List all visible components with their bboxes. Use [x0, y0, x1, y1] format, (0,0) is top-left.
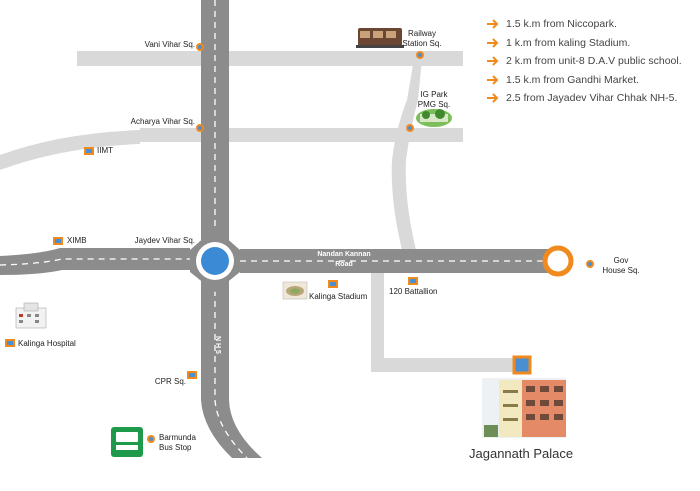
road-acharya-vihar — [140, 128, 463, 142]
nh5-label: N H 5 — [214, 336, 221, 354]
ximb-marker — [53, 237, 63, 245]
gov-house-dot — [586, 260, 594, 268]
gov-label-line2: House Sq. — [602, 266, 640, 275]
road-label-line1: Nandan Kannan — [317, 251, 371, 258]
railway-label-line2: Station Sq. — [402, 39, 442, 48]
railway-label-line1: Railway — [407, 29, 436, 38]
barmunda-label: Barmunda Bus Stop — [159, 433, 196, 453]
railway-marker — [416, 51, 424, 59]
arrow-right-icon — [487, 93, 499, 103]
legend-item: 1.5 k.m from Niccopark. — [486, 15, 682, 34]
bus-icon — [111, 427, 143, 457]
kalinga-hospital-label: Kalinga Hospital — [18, 339, 76, 348]
vani-vihar-marker — [196, 43, 204, 51]
ig-park-label: IG Park PMG Sq. — [404, 90, 464, 110]
legend-item: 2.5 from Jayadev Vihar Chhak NH-5. — [486, 89, 682, 108]
road-west-main — [0, 248, 190, 275]
iimt-marker — [84, 147, 94, 155]
distance-legend: 1.5 k.m from Niccopark. 1 k.m from kalin… — [486, 15, 682, 108]
ximb-label: XIMB — [67, 236, 87, 245]
road-south-branch — [371, 268, 384, 372]
legend-item: 1.5 k.m from Gandhi Market. — [486, 71, 682, 90]
legend-item-text: 1.5 k.m from Gandhi Market. — [506, 73, 640, 86]
train-icon — [356, 28, 404, 48]
dash-line — [214, 290, 248, 459]
arrow-right-icon — [487, 56, 499, 66]
road-label-line2: Road — [335, 261, 353, 268]
cpr-label: CPR Sq. — [154, 377, 186, 386]
building-icon — [482, 355, 566, 438]
park-icon — [416, 109, 452, 127]
road-jagannath-spur — [371, 358, 522, 372]
legend-item-text: 2 k.m from unit-8 D.A.V public school. — [506, 55, 682, 68]
legend-item-text: 1.5 k.m from Niccopark. — [506, 18, 617, 31]
kalinga-hospital-marker — [5, 339, 15, 347]
legend-item-text: 2.5 from Jayadev Vihar Chhak NH-5. — [506, 92, 678, 105]
kalinga-stadium-label: Kalinga Stadium — [309, 292, 368, 301]
acharya-vihar-marker — [196, 124, 204, 132]
arrow-right-icon — [487, 19, 499, 29]
ig-park-marker — [406, 124, 414, 132]
ig-park-label-line2: PMG Sq. — [417, 100, 451, 109]
barmunda-marker — [147, 435, 155, 443]
legend-item: 2 k.m from unit-8 D.A.V public school. — [486, 52, 682, 71]
iimt-label: IIMT — [97, 146, 113, 155]
barmunda-label-line2: Bus Stop — [159, 443, 192, 452]
acharya-vihar-label: Acharya Vihar Sq. — [130, 117, 195, 126]
gov-label-line1: Gov — [613, 256, 629, 265]
vani-vihar-label: Vani Vihar Sq. — [144, 40, 195, 49]
arrow-right-icon — [487, 38, 499, 48]
road-railway-branch — [391, 59, 422, 250]
stadium-icon — [282, 281, 308, 300]
battalion-label: 120 Battallion — [389, 287, 438, 296]
road-nh5-south — [201, 280, 262, 458]
battalion-marker — [408, 277, 418, 285]
legend-item: 1 k.m from kaling Stadium. — [486, 34, 682, 53]
kalinga-stadium-marker — [328, 280, 338, 288]
jaydev-vihar-label: Jaydev Vihar Sq. — [134, 236, 195, 245]
gov-house-marker — [542, 245, 574, 277]
roundabout-inner — [201, 247, 229, 275]
gov-house-label: Gov House Sq. — [597, 256, 645, 276]
road-vani-vihar — [77, 51, 463, 66]
nandan-kannan-road-label: Nandan Kannan Road — [310, 250, 378, 270]
ig-park-label-line1: IG Park — [420, 90, 448, 99]
jagannath-palace-label: Jagannath Palace — [469, 446, 574, 461]
legend-item-text: 1 k.m from kaling Stadium. — [506, 36, 631, 49]
barmunda-label-line1: Barmunda — [159, 433, 196, 442]
arrow-right-icon — [487, 75, 499, 85]
hospital-icon — [15, 302, 47, 329]
railway-label: Railway Station Sq. — [392, 29, 452, 49]
road-west-curve — [0, 130, 140, 170]
cpr-marker — [187, 371, 197, 379]
